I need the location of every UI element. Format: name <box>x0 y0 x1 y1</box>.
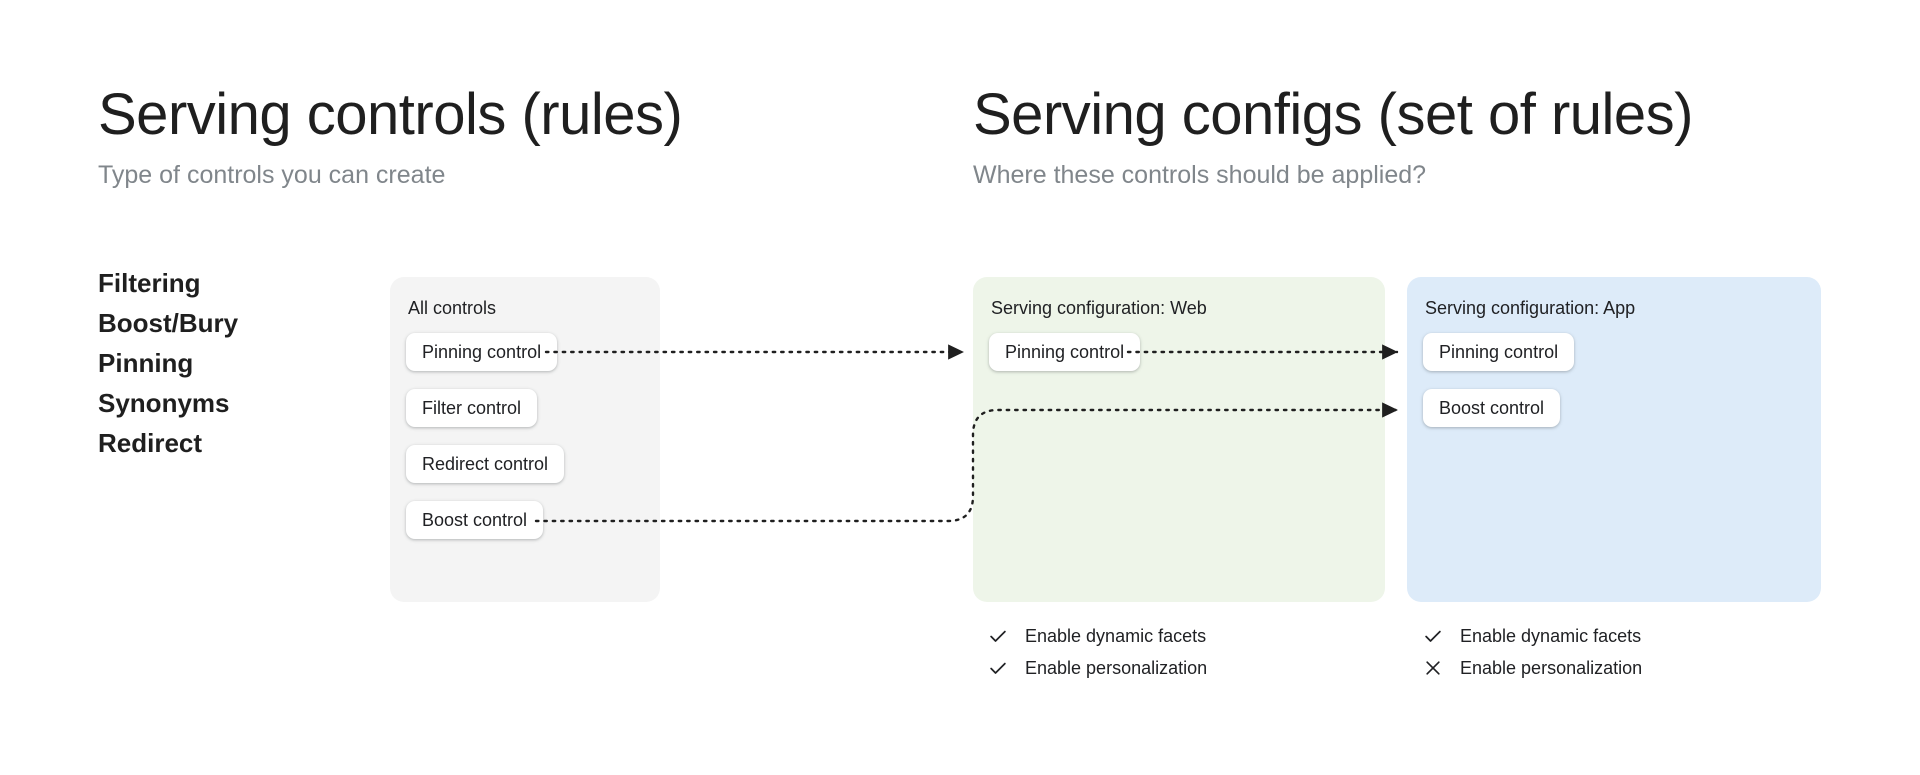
panel-serving-configuration-web-title: Serving configuration: Web <box>991 298 1207 318</box>
control-types-list: Filtering Boost/Bury Pinning Synonyms Re… <box>98 263 238 463</box>
option-label: Enable personalization <box>1025 658 1208 678</box>
option-label: Enable dynamic facets <box>1025 626 1207 646</box>
chip-redirect-control-all[interactable]: Redirect control <box>406 445 565 483</box>
option-label: Enable dynamic facets <box>1460 626 1642 646</box>
chip-boost-control-app[interactable]: Boost control <box>1423 389 1561 427</box>
chip-pinning-control-app[interactable]: Pinning control <box>1423 333 1575 371</box>
option-row-enable-dynamic-facets-app[interactable]: Enable dynamic facets <box>1420 620 1642 652</box>
option-label: Enable personalization <box>1460 658 1643 678</box>
control-type-boost-bury: Boost/Bury <box>98 308 239 338</box>
right-column-title: Serving configs (set of rules) <box>973 82 1693 147</box>
chip-pinning-control-all[interactable]: Pinning control <box>406 333 558 371</box>
right-column-subtitle: Where these controls should be applied? <box>973 161 1427 189</box>
right-column-header: Serving configs (set of rules) Where the… <box>973 84 1693 190</box>
panel-all-controls: All controls Pinning control Filter cont… <box>390 277 660 602</box>
panel-serving-configuration-web: Serving configuration: Web Pinning contr… <box>973 277 1385 602</box>
check-icon <box>1420 623 1446 649</box>
check-icon <box>985 655 1011 681</box>
option-row-enable-dynamic-facets-web[interactable]: Enable dynamic facets <box>985 620 1207 652</box>
option-row-enable-personalization-app[interactable]: Enable personalization <box>1420 652 1642 684</box>
left-column-header: Serving controls (rules) Type of control… <box>98 82 683 190</box>
panel-serving-configuration-app: Serving configuration: App Pinning contr… <box>1407 277 1821 602</box>
control-type-filtering: Filtering <box>98 268 201 298</box>
control-type-redirect: Redirect <box>98 428 203 458</box>
left-column-subtitle: Type of controls you can create <box>98 161 446 189</box>
chip-boost-control-all[interactable]: Boost control <box>406 501 544 539</box>
chip-filter-control-all[interactable]: Filter control <box>406 389 538 427</box>
options-list-web: Enable dynamic facets Enable personaliza… <box>985 620 1207 684</box>
close-icon <box>1420 655 1446 681</box>
options-list-app: Enable dynamic facets Enable personaliza… <box>1420 620 1642 684</box>
check-icon <box>985 623 1011 649</box>
panel-all-controls-title: All controls <box>408 298 497 318</box>
panel-serving-configuration-app-title: Serving configuration: App <box>1425 298 1636 318</box>
left-column-title: Serving controls (rules) <box>98 82 683 147</box>
control-type-synonyms: Synonyms <box>98 388 230 418</box>
chip-pinning-control-web[interactable]: Pinning control <box>989 333 1141 371</box>
option-row-enable-personalization-web[interactable]: Enable personalization <box>985 652 1207 684</box>
control-type-pinning: Pinning <box>98 348 194 378</box>
